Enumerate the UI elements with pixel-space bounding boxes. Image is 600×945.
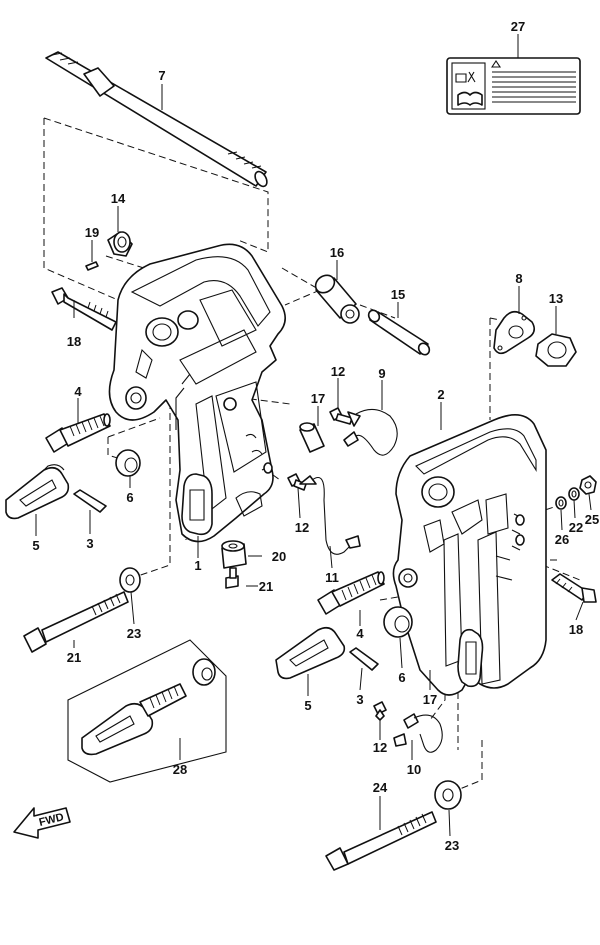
callout-20: 20 [272, 549, 286, 564]
part-4-rod-left[interactable] [45, 413, 111, 453]
part-12-bolt-a[interactable] [329, 407, 353, 425]
callout-23-right: 23 [445, 838, 459, 853]
part-22-washer[interactable] [568, 487, 580, 501]
part-6-cap-left[interactable] [115, 449, 141, 477]
callout-9: 9 [378, 366, 385, 381]
part-28-handle-kit[interactable] [67, 639, 227, 783]
leader-lines [35, 34, 592, 837]
callout-19: 19 [85, 225, 99, 240]
part-5-handle-left[interactable] [5, 464, 70, 520]
part-21-bolt-small[interactable] [225, 567, 239, 589]
part-3-pin-right[interactable] [349, 647, 379, 671]
part-18-bolt-right[interactable] [551, 573, 597, 603]
callout-21-small: 21 [259, 579, 273, 594]
callout-28: 28 [173, 762, 187, 777]
callout-4-right: 4 [356, 626, 364, 641]
part-23-washer-left[interactable] [119, 567, 141, 593]
part-10-lead-wire[interactable] [393, 713, 443, 753]
part-8-plate[interactable] [493, 310, 536, 355]
callout-18-right: 18 [569, 622, 583, 637]
callout-10: 10 [407, 762, 421, 777]
part-17-collar-left[interactable] [299, 422, 325, 453]
callout-13: 13 [549, 291, 563, 306]
callout-11: 11 [325, 570, 339, 585]
callout-12-top: 12 [331, 364, 345, 379]
part-5-handle-right[interactable] [275, 626, 346, 680]
part-26-washer[interactable] [555, 496, 567, 510]
callout-6-left: 6 [126, 490, 133, 505]
callout-26: 26 [555, 532, 569, 547]
part-9-lead-wire[interactable] [343, 408, 398, 456]
part-21-bolt-long[interactable] [23, 591, 129, 653]
part-12-bolt-c[interactable] [373, 701, 387, 721]
callout-17-right: 17 [423, 692, 437, 707]
callout-5-right: 5 [304, 698, 311, 713]
part-6-cap-right[interactable] [383, 606, 413, 638]
part-20-collar[interactable] [221, 540, 247, 569]
callout-8: 8 [515, 271, 522, 286]
fwd-label: FWD [38, 811, 65, 829]
part-13-nut[interactable] [535, 333, 577, 367]
part-18-bolt-left[interactable] [51, 287, 117, 331]
part-1-clamp-bracket-left[interactable] [108, 243, 286, 543]
callout-21-long: 21 [67, 650, 81, 665]
callout-23-left: 23 [127, 626, 141, 641]
part-23-washer-right[interactable] [434, 780, 462, 810]
callout-5-left: 5 [32, 538, 39, 553]
callout-25: 25 [585, 512, 599, 527]
callout-12-mid: 12 [295, 520, 309, 535]
callout-4-left: 4 [74, 384, 82, 399]
part-15-pin[interactable] [366, 308, 431, 357]
part-16-flange-bushing[interactable] [312, 272, 360, 324]
part-25-nut[interactable] [579, 475, 597, 495]
part-24-long-bolt[interactable] [325, 811, 437, 871]
callout-2: 2 [437, 387, 444, 402]
callout-18-left: 18 [67, 334, 81, 349]
callout-6-right: 6 [398, 670, 405, 685]
callout-15: 15 [391, 287, 405, 302]
callout-3-left: 3 [86, 536, 93, 551]
callout-numbers: 7 27 14 19 16 15 8 13 18 12 9 17 2 4 6 5… [32, 19, 599, 853]
callout-14: 14 [111, 191, 126, 206]
part-2-clamp-bracket-right[interactable] [392, 414, 547, 696]
callout-16: 16 [330, 245, 344, 260]
part-11-lead-wire[interactable] [299, 475, 361, 555]
part-14-bushing[interactable] [107, 231, 133, 257]
part-3-pin-left[interactable] [73, 489, 107, 513]
callout-3-right: 3 [356, 692, 363, 707]
callout-7: 7 [158, 68, 165, 83]
fwd-arrow: FWD [13, 807, 71, 839]
part-19-pin[interactable] [85, 261, 99, 271]
callout-27: 27 [511, 19, 525, 34]
part-4-rod-right[interactable] [317, 571, 385, 615]
callout-22: 22 [569, 520, 583, 535]
part-27-warning-label[interactable] [446, 57, 581, 115]
callout-12-bottom: 12 [373, 740, 387, 755]
callout-1: 1 [194, 558, 201, 573]
part-7-tilt-shaft[interactable] [45, 51, 269, 188]
callout-24: 24 [373, 780, 388, 795]
callout-17-left: 17 [311, 391, 325, 406]
